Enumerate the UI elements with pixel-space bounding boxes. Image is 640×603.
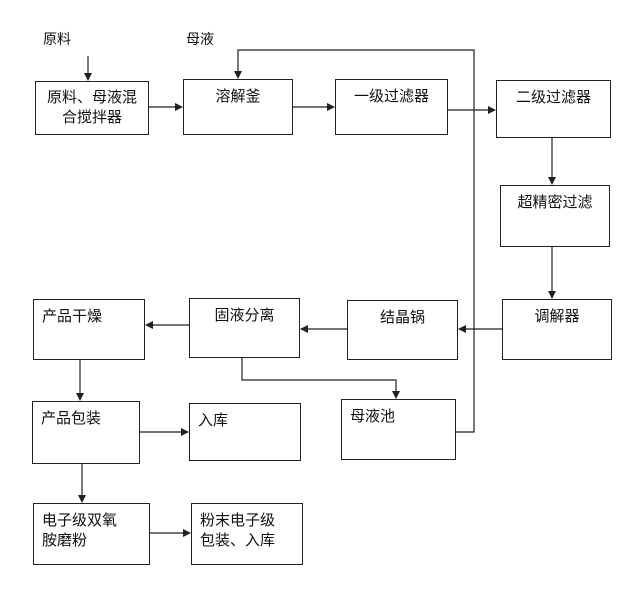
conditioner-text: 调解器 <box>534 307 580 325</box>
box-solid-liquid-separator: 固液分离 <box>189 298 300 358</box>
box-raw-mother-mixer: 原料、母液混 合搅拌器 <box>35 81 149 135</box>
label-raw-material: 原料 <box>43 32 71 48</box>
box-conditioner: 调解器 <box>502 299 612 360</box>
box-final-packaging: 粉末电子级 包装、入库 <box>191 503 303 565</box>
crystallizer-text: 结晶锅 <box>379 308 425 326</box>
arrow-mother-tank-recycle-to-dissolver <box>234 49 475 433</box>
powder-text-line1: 电子级双氧 <box>42 511 118 529</box>
arrow-separator-to-mother-tank <box>241 358 400 399</box>
box-powder-milling: 电子级双氧 胺磨粉 <box>33 503 150 565</box>
box-storage: 入库 <box>189 403 301 461</box>
box-secondary-filter: 二级过滤器 <box>496 80 611 138</box>
mother-tank-text: 母液池 <box>350 407 396 425</box>
packaging-text: 产品包装 <box>41 409 102 427</box>
mixer-text-line1: 原料、母液混 <box>46 88 137 106</box>
box-dissolver: 溶解釜 <box>183 79 293 135</box>
final-text-line2: 包装、入库 <box>200 531 276 549</box>
final-text-line1: 粉末电子级 <box>200 511 276 529</box>
dryer-text: 产品干燥 <box>42 307 103 325</box>
separator-text: 固液分离 <box>214 306 275 324</box>
filter1-text: 一级过滤器 <box>353 87 429 105</box>
filter2-text: 二级过滤器 <box>515 88 591 106</box>
mixer-text-line2: 合搅拌器 <box>61 108 122 126</box>
powder-text-line2: 胺磨粉 <box>42 531 88 549</box>
storage-text: 入库 <box>198 411 229 429</box>
dissolver-text: 溶解釜 <box>215 87 261 105</box>
box-crystallizer: 结晶锅 <box>347 300 458 360</box>
box-primary-filter: 一级过滤器 <box>335 79 448 135</box>
box-product-dryer: 产品干燥 <box>33 299 145 360</box>
box-ultra-precision-filter: 超精密过滤 <box>500 185 610 247</box>
label-mother-liquor: 母液 <box>186 32 214 48</box>
ultrafilter-text: 超精密过滤 <box>517 193 593 211</box>
box-product-packaging: 产品包装 <box>32 401 140 464</box>
box-mother-liquor-tank: 母液池 <box>341 399 456 460</box>
